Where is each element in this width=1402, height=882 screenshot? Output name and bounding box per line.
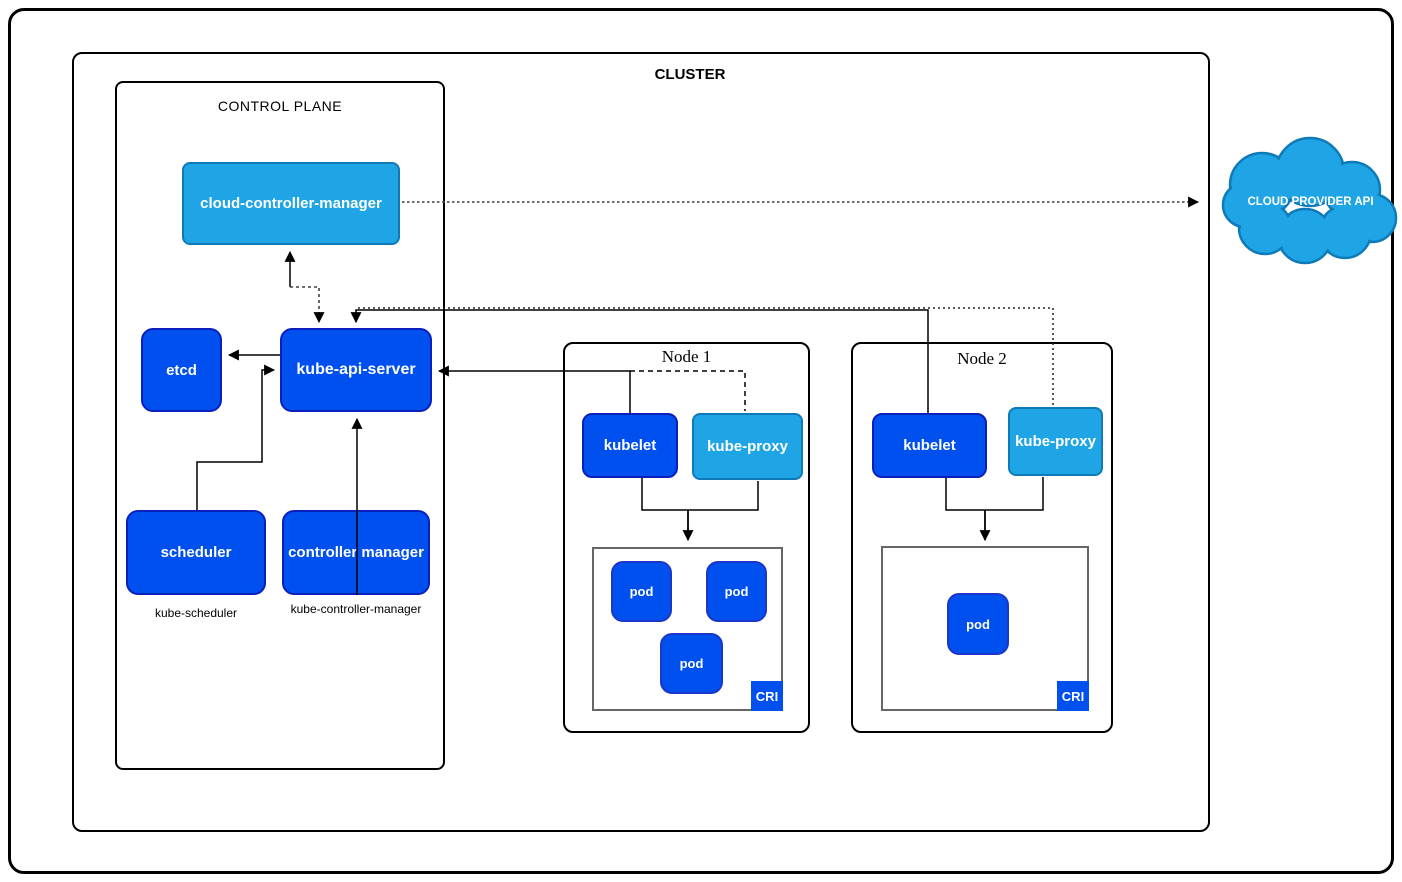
node2-kube-proxy-box: kube-proxy: [1008, 407, 1103, 476]
cri-label: CRI: [1061, 688, 1085, 704]
node1-kubelet-label: kubelet: [603, 437, 657, 454]
node1-kubelet-box: kubelet: [582, 413, 678, 478]
pod-label: pod: [724, 584, 749, 599]
kube-api-server-box: kube-api-server: [280, 328, 432, 412]
node1-pod-1: pod: [611, 561, 672, 622]
node2-kube-proxy-label: kube-proxy: [1015, 433, 1096, 450]
etcd-box: etcd: [141, 328, 222, 412]
controller-manager-label: controller manager: [288, 544, 424, 561]
node2-pod-1: pod: [947, 593, 1009, 655]
node1-kube-proxy-box: kube-proxy: [692, 413, 803, 480]
node1-title: Node 1: [661, 347, 712, 366]
cloud-controller-manager-box: cloud-controller-manager: [182, 162, 400, 245]
node2-kubelet-label: kubelet: [903, 437, 956, 454]
cluster-title: CLUSTER: [654, 66, 726, 83]
pod-label: pod: [966, 616, 990, 632]
cri-label: CRI: [755, 688, 779, 704]
pod-label: pod: [629, 584, 654, 599]
pod-label: pod: [679, 656, 704, 671]
node1-cri-badge: CRI: [751, 681, 783, 711]
node1-pod-3: pod: [660, 633, 723, 694]
node2-kubelet-box: kubelet: [872, 413, 987, 478]
node1-pod-2: pod: [706, 561, 767, 622]
control-plane-title: CONTROL PLANE: [217, 98, 343, 114]
kube-api-server-label: kube-api-server: [296, 361, 416, 378]
etcd-label: etcd: [166, 361, 197, 379]
scheduler-caption: kube-scheduler: [154, 606, 238, 620]
cloud-provider-api-label: CLOUD PROVIDER API: [1247, 196, 1374, 208]
controller-manager-box: controller manager: [282, 510, 430, 595]
controller-manager-caption: kube-controller-manager: [290, 602, 422, 616]
node1-kube-proxy-label: kube-proxy: [707, 438, 788, 455]
scheduler-box: scheduler: [126, 510, 266, 595]
scheduler-label: scheduler: [160, 544, 232, 561]
node2-cri-badge: CRI: [1057, 681, 1089, 711]
node2-title: Node 2: [957, 349, 1007, 368]
cloud-controller-manager-label: cloud-controller-manager: [200, 195, 382, 212]
